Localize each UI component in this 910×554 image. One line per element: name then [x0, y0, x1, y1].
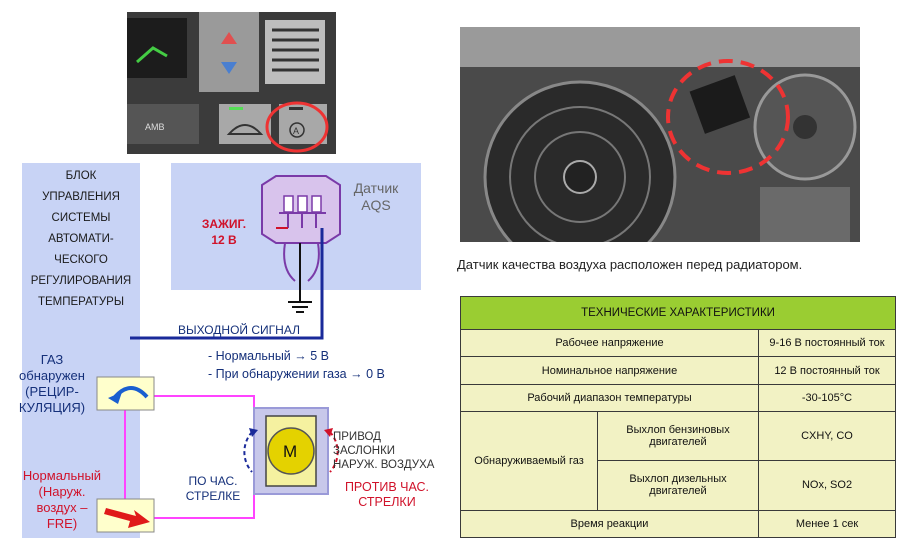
- ignition-label: ЗАЖИГ. 12 В: [201, 217, 247, 247]
- table-row: Рабочее напряжение 9-16 В постоянный ток: [460, 328, 896, 358]
- table-cell: NOx, SO2: [758, 460, 896, 511]
- amb-label: AMB: [145, 122, 165, 132]
- table-row: Время реакции Менее 1 сек: [460, 509, 896, 539]
- table-cell: Обнаруживаемый газ: [460, 411, 598, 511]
- table-header-row: ТЕХНИЧЕСКИЕ ХАРАКТЕРИСТИКИ: [460, 296, 896, 330]
- control-block-title: БЛОК УПРАВЛЕНИЯ СИСТЕМЫ АВТОМАТИ- ЧЕСКОГ…: [30, 170, 132, 308]
- normal-mode-label: Нормальный (Наруж. воздух – FRE): [22, 468, 102, 531]
- actuator-label: ПРИВОД ЗАСЛОНКИ НАРУЖ. ВОЗДУХА: [333, 431, 435, 471]
- normal-level-label: - Нормальный → 5 В: [208, 349, 329, 363]
- table-header: ТЕХНИЧЕСКИЕ ХАРАКТЕРИСТИКИ: [460, 296, 896, 330]
- table-cell: Выхлоп бензиновых двигателей: [597, 411, 759, 462]
- recirculation-arrow-icon[interactable]: [96, 376, 155, 411]
- motor-icon: M: [267, 427, 315, 475]
- table-cell: Время реакции: [460, 509, 759, 539]
- fresh-air-arrow-icon[interactable]: [96, 498, 155, 533]
- table-cell: Менее 1 сек: [758, 509, 896, 539]
- counterclockwise-label: ПРОТИВ ЧАС. СТРЕЛКИ: [344, 480, 430, 509]
- control-block: [22, 163, 140, 538]
- table-cell: Номинальное напряжение: [460, 356, 759, 385]
- gas-level-label: - При обнаружении газа → 0 В: [208, 367, 385, 381]
- table-cell: -30-105°C: [758, 383, 896, 413]
- gas-detected-label: ГАЗ обнаружен (РЕЦИР- КУЛЯЦИЯ): [18, 352, 86, 415]
- svg-text:A: A: [293, 126, 299, 136]
- table-row: Номинальное напряжение 12 В постоянный т…: [460, 356, 896, 385]
- table-cell: Рабочее напряжение: [460, 328, 759, 358]
- sensor-highlight-icon: [666, 59, 790, 175]
- control-panel-illustration: AMB A: [127, 12, 336, 154]
- table-cell: CXHY, CO: [758, 411, 896, 462]
- radiator-fan-illustration: [460, 27, 860, 242]
- specifications-table: ТЕХНИЧЕСКИЕ ХАРАКТЕРИСТИКИ Рабочее напря…: [460, 296, 896, 539]
- table-cell: 12 В постоянный ток: [758, 356, 896, 385]
- radiator-fan-photo: [460, 27, 860, 242]
- sensor-connector-icon: [261, 175, 341, 282]
- motor-label: M: [283, 442, 297, 461]
- output-signal-label: ВЫХОДНОЙ СИГНАЛ: [178, 323, 300, 337]
- table-cell: 9-16 В постоянный ток: [758, 328, 896, 358]
- table-cell: Выхлоп дизельных двигателей: [597, 460, 759, 511]
- control-panel-photo: AMB A: [127, 12, 336, 154]
- clockwise-label: ПО ЧАС. СТРЕЛКЕ: [185, 474, 241, 503]
- photo-caption: Датчик качества воздуха расположен перед…: [457, 257, 803, 272]
- table-row: Рабочий диапазон температуры -30-105°C: [460, 383, 896, 413]
- sensor-name: Датчик AQS: [353, 180, 399, 213]
- table-cell: Рабочий диапазон температуры: [460, 383, 759, 413]
- highlight-circle-icon: [265, 101, 329, 153]
- ground-icon: [288, 243, 312, 313]
- table-row: Обнаруживаемый газ Выхлоп бензиновых дви…: [460, 411, 896, 511]
